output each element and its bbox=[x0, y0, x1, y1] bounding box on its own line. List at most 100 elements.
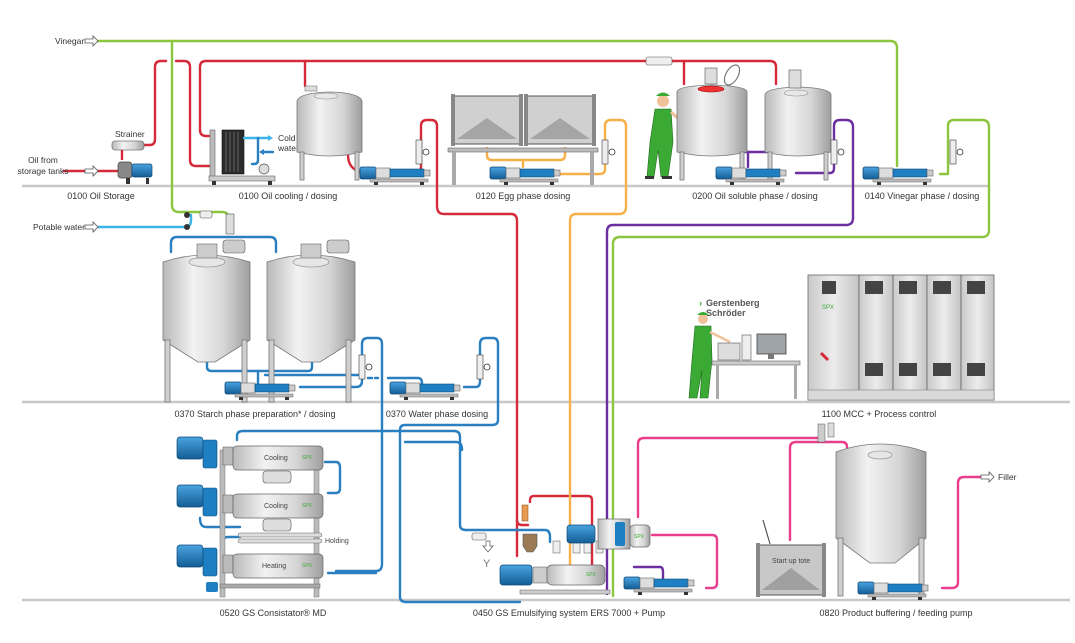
buffer-tank bbox=[835, 443, 927, 597]
section-label: 1100 MCC + Process control bbox=[822, 409, 937, 419]
starch-tank-1 bbox=[162, 239, 251, 403]
cooling-cylinder-1: Cooling SPX bbox=[176, 436, 324, 484]
printer-icon bbox=[717, 342, 741, 361]
agitator-motor-icon bbox=[222, 239, 246, 254]
cooling-label: Cooling bbox=[264, 455, 288, 462]
brand-name-2: Schröder bbox=[706, 308, 746, 318]
main-switch-handle bbox=[819, 351, 830, 362]
spx-logo: SPX bbox=[302, 503, 313, 509]
control-operator bbox=[688, 312, 731, 399]
oil-soluble-flowmeter bbox=[830, 139, 845, 165]
oil-flowmeter bbox=[415, 139, 430, 165]
start-up-tote-label: Start up tote bbox=[772, 558, 810, 565]
inlet-arrow-icon bbox=[84, 221, 99, 233]
floor-lines bbox=[22, 184, 1070, 602]
section-0370-starch: 0370 Starch phase preparation* / dosing bbox=[162, 210, 373, 419]
section-0450-emulsifying: Y SPX SPX 0450 GS Emulsifying system ERS… bbox=[471, 504, 695, 618]
oil-day-tank bbox=[296, 85, 363, 181]
powder-hopper bbox=[522, 533, 538, 553]
cold-water-label-1: Cold bbox=[278, 133, 296, 143]
strainer-label: Strainer bbox=[115, 129, 145, 139]
vinegar-label: Vinegar bbox=[55, 36, 84, 46]
input-potable-water: Potable water bbox=[33, 221, 99, 233]
egg-dosing-pump bbox=[489, 166, 561, 186]
vinegar-flowmeter bbox=[949, 139, 964, 165]
holding-label: Holding bbox=[325, 538, 349, 545]
oil-transfer-pump bbox=[117, 161, 153, 184]
section-0520-consistator: Cooling SPX Cooling SPX Holding Heating … bbox=[176, 436, 349, 618]
water-valves bbox=[184, 210, 235, 235]
starch-dosing-pump bbox=[224, 381, 296, 401]
input-vinegar: Vinegar bbox=[55, 35, 99, 47]
ers-7000-mixer: SPX SPX bbox=[499, 518, 651, 595]
pipe-oil bbox=[62, 59, 778, 568]
section-0100-oil-storage: Strainer 0100 Oil Storage bbox=[67, 129, 153, 201]
start-up-tote: Start up tote bbox=[756, 519, 826, 597]
input-oil: Oil from storage tanks bbox=[17, 155, 99, 177]
section-0100-oil-cooling: Cold water 0100 Oil cooling / dosing bbox=[208, 85, 431, 201]
section-0370-water: 0370 Water phase dosing bbox=[386, 354, 491, 419]
section-label: 0520 GS Consistator® MD bbox=[220, 608, 327, 618]
spx-logo: SPX bbox=[634, 534, 645, 540]
pipe-oil-soluble bbox=[605, 118, 855, 596]
section-1100-mcc: › Gerstenberg Schröder bbox=[688, 274, 995, 419]
heating-cylinder: Heating SPX bbox=[176, 544, 324, 579]
spx-logo: SPX bbox=[586, 572, 597, 578]
mcc-cabinets: SPX bbox=[807, 274, 995, 401]
section-label: 0820 Product buffering / feeding pump bbox=[820, 608, 973, 618]
strainer bbox=[111, 140, 145, 151]
rotameter bbox=[521, 504, 529, 522]
section-0120-egg-phase: 0120 Egg phase dosing bbox=[447, 94, 616, 201]
egg-tote-2 bbox=[524, 94, 596, 146]
agitator-motor-icon bbox=[326, 239, 350, 254]
spx-logo: SPX bbox=[302, 563, 313, 569]
section-0140-vinegar: 0140 Vinegar phase / dosing bbox=[862, 139, 979, 201]
section-label: 0450 GS Emulsifying system ERS 7000 + Pu… bbox=[473, 608, 665, 618]
agitator-motor-icon bbox=[704, 67, 718, 85]
computer-tower-icon bbox=[741, 334, 752, 361]
potable-water-label: Potable water bbox=[33, 222, 85, 232]
egg-tote-1 bbox=[451, 94, 523, 146]
cooling-label: Cooling bbox=[264, 503, 288, 510]
egg-flowmeter bbox=[601, 139, 616, 165]
section-0820-product-buffering: Start up tote 0820 Product buffering / f… bbox=[756, 422, 973, 618]
section-label: 0100 Oil cooling / dosing bbox=[239, 191, 338, 201]
monitor-icon bbox=[756, 333, 787, 355]
output-filler: Filler bbox=[980, 471, 1017, 483]
section-label: 0200 Oil soluble phase / dosing bbox=[692, 191, 818, 201]
section-0200-oil-soluble: 0200 Oil soluble phase / dosing bbox=[645, 56, 845, 201]
drain-symbol: Y bbox=[483, 558, 491, 570]
section-label: 0370 Water phase dosing bbox=[386, 409, 488, 419]
plate-heat-exchanger bbox=[208, 129, 276, 185]
water-dosing-pump bbox=[389, 381, 461, 401]
oil-soluble-tank-1 bbox=[676, 64, 748, 181]
cooling-water-pump bbox=[258, 163, 270, 175]
oil-label-2: storage tanks bbox=[17, 166, 68, 176]
brand-chevron-icon: › bbox=[699, 298, 702, 309]
starch-tank-2 bbox=[266, 239, 356, 403]
inline-flowmeter bbox=[645, 56, 673, 66]
spx-logo: SPX bbox=[822, 305, 834, 311]
oil-label-1: Oil from bbox=[28, 155, 58, 165]
oil-dosing-pump bbox=[359, 166, 431, 186]
filler-label: Filler bbox=[998, 472, 1017, 482]
section-label: 0370 Starch phase preparation* / dosing bbox=[174, 409, 335, 419]
brand-name-1: Gerstenberg bbox=[706, 298, 760, 308]
oil-soluble-tank-2 bbox=[764, 69, 832, 181]
section-label: 0120 Egg phase dosing bbox=[476, 191, 571, 201]
outlet-arrow-icon bbox=[980, 471, 995, 483]
tank-valves bbox=[817, 422, 835, 443]
heating-label: Heating bbox=[262, 563, 286, 570]
section-label: 0140 Vinegar phase / dosing bbox=[865, 191, 979, 201]
section-label: 0100 Oil Storage bbox=[67, 191, 135, 201]
agitator-motor-icon bbox=[788, 69, 802, 89]
holding-tube: Holding bbox=[237, 532, 349, 545]
drain-valve: Y bbox=[471, 532, 494, 570]
control-desk bbox=[711, 333, 801, 399]
starch-flowmeter bbox=[358, 354, 373, 380]
vinegar-dosing-pump bbox=[862, 166, 934, 186]
pipe-product bbox=[636, 436, 982, 590]
oil-soluble-dosing-pump bbox=[715, 166, 787, 186]
water-flowmeter bbox=[476, 354, 491, 380]
